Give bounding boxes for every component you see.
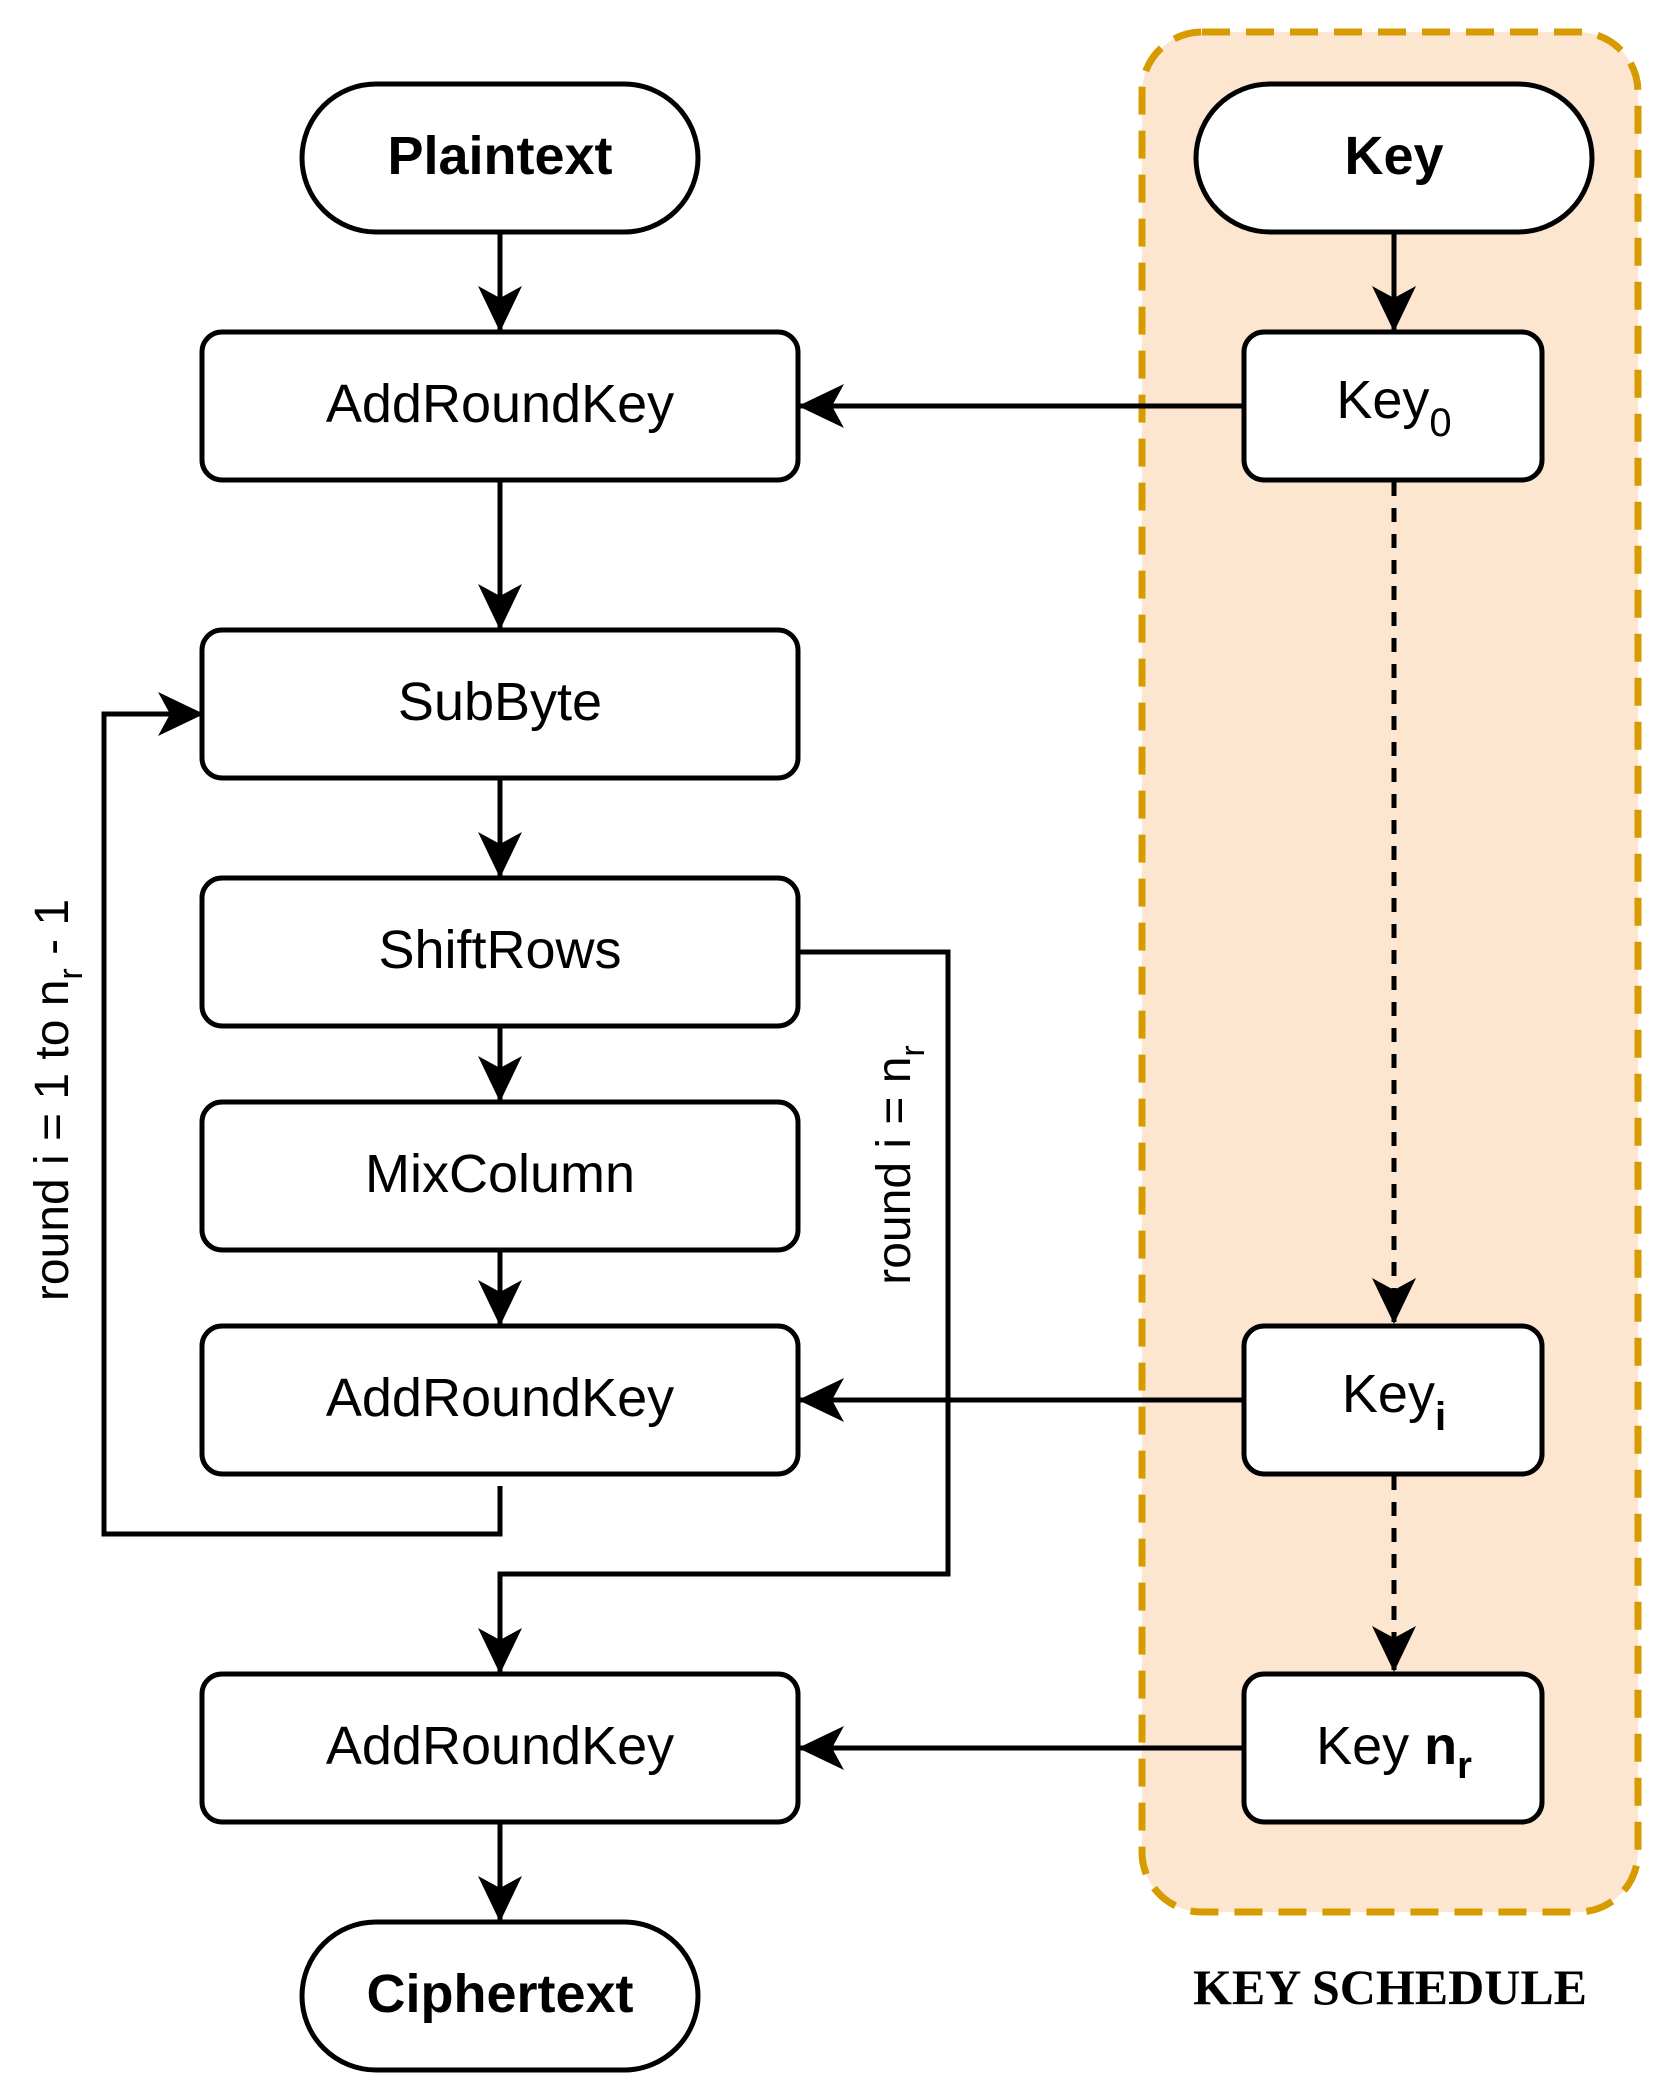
plaintext-node	[299, 81, 701, 235]
key-node	[1193, 81, 1595, 235]
sub-byte-label: SubByte	[398, 672, 602, 732]
key0-node	[1241, 329, 1545, 483]
key-schedule-group	[1138, 28, 1642, 1916]
plaintext-label: Plaintext	[387, 126, 612, 186]
final-round-label-main: round i = n	[868, 1057, 921, 1285]
add-round-key-initial-label: AddRoundKey	[326, 374, 674, 434]
mix-column-node	[199, 1099, 801, 1253]
round-loop-label-main: round i = 1 to n	[26, 980, 79, 1302]
keynr-base: Key	[1316, 1716, 1424, 1776]
add-round-key-round-label: AddRoundKey	[326, 1368, 674, 1428]
round-loop-label-sub: r	[52, 968, 90, 979]
key0-label: Key0	[1336, 370, 1451, 445]
ciphertext-label: Ciphertext	[366, 1964, 633, 2024]
edge-final-round	[478, 949, 951, 1674]
key0-subscript: 0	[1429, 401, 1451, 445]
add-round-key-final-label: AddRoundKey	[326, 1716, 674, 1776]
shift-rows-label: ShiftRows	[378, 920, 621, 980]
keynr-node	[1241, 1671, 1545, 1825]
add-round-key-initial-node	[199, 329, 801, 483]
key0-base: Key	[1336, 370, 1429, 430]
keyi-label: Keyi	[1342, 1364, 1446, 1439]
keynr-subscript: n	[1424, 1716, 1457, 1776]
final-round-label-sub: r	[894, 1045, 932, 1056]
mix-column-label: MixColumn	[365, 1144, 635, 1204]
keyi-subscript: i	[1435, 1395, 1446, 1439]
sub-byte-node	[199, 627, 801, 781]
round-loop-label-tail: - 1	[26, 899, 79, 968]
round-loop-label: round i = 1 to nr - 1	[26, 899, 90, 1301]
keynr-subsubscript: r	[1457, 1745, 1472, 1787]
ciphertext-node	[299, 1919, 701, 2073]
add-round-key-final-node	[199, 1671, 801, 1825]
keyi-base: Key	[1342, 1364, 1435, 1424]
key-schedule-caption: KEY SCHEDULE	[1193, 1959, 1587, 2015]
add-round-key-round-node	[199, 1323, 801, 1477]
key-label: Key	[1344, 126, 1443, 186]
final-round-label: round i = nr	[868, 1045, 932, 1285]
keynr-label: Key nr	[1316, 1716, 1472, 1787]
edge-round-loop	[101, 692, 503, 1537]
keyi-node	[1241, 1323, 1545, 1477]
shift-rows-node	[199, 875, 801, 1029]
